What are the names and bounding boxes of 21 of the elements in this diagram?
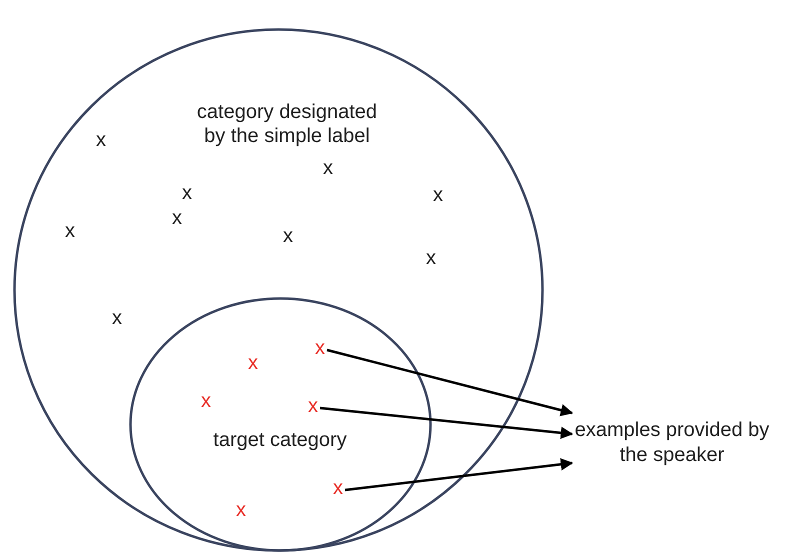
- arrow: [344, 458, 574, 492]
- x-mark: x: [112, 307, 122, 329]
- category-label: category designated by the simple label: [196, 100, 378, 148]
- example-mark: x: [315, 337, 325, 359]
- x-mark: x: [172, 207, 182, 229]
- arrow: [320, 406, 574, 440]
- category-label: target category: [212, 428, 348, 452]
- example-mark: x: [308, 395, 318, 417]
- x-mark: x: [96, 129, 106, 151]
- example-mark: x: [333, 477, 343, 499]
- x-mark: x: [248, 352, 258, 374]
- x-mark: x: [426, 247, 436, 269]
- x-mark: x: [433, 184, 443, 206]
- examples-label: examples provided by the speaker: [574, 418, 770, 468]
- x-mark: x: [182, 182, 192, 204]
- x-mark: x: [283, 225, 293, 247]
- x-mark: x: [65, 220, 75, 242]
- x-mark: x: [201, 390, 211, 412]
- arrow: [326, 348, 574, 416]
- x-mark: x: [236, 499, 246, 521]
- x-mark: x: [323, 157, 333, 179]
